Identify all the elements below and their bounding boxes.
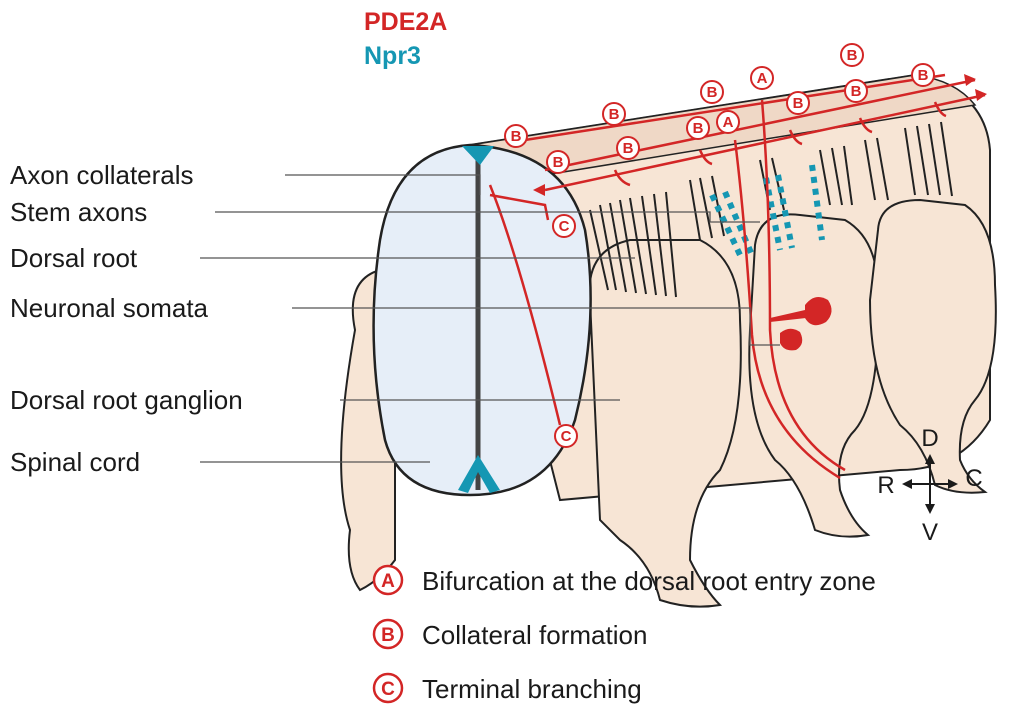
svg-text:A: A	[757, 70, 768, 87]
marker-a-1: A	[751, 67, 773, 89]
label-neuronal-somata: Neuronal somata	[10, 293, 209, 323]
marker-b-6: B	[687, 117, 709, 139]
label-spinal-cord: Spinal cord	[10, 447, 140, 477]
marker-b-1: B	[505, 125, 527, 147]
legend-pde2a: PDE2A	[364, 8, 447, 36]
orientation-ventral: V	[922, 519, 938, 546]
svg-text:C: C	[561, 428, 572, 445]
key-text-b: Collateral formation	[422, 620, 647, 650]
svg-text:B: B	[553, 154, 564, 171]
orientation-rostral: R	[877, 472, 894, 499]
marker-c-1: C	[553, 215, 575, 237]
key-item-c: C Terminal branching	[374, 674, 642, 704]
marker-b-7: B	[787, 92, 809, 114]
marker-c-2: C	[555, 425, 577, 447]
svg-text:B: B	[918, 67, 929, 84]
svg-text:B: B	[793, 95, 804, 112]
svg-text:B: B	[847, 47, 858, 64]
label-dorsal-root: Dorsal root	[10, 243, 138, 273]
marker-b-8: B	[845, 80, 867, 102]
label-axon-collaterals: Axon collaterals	[10, 160, 194, 190]
orientation-caudal: C	[965, 465, 982, 492]
key-item-a: A Bifurcation at the dorsal root entry z…	[374, 566, 876, 596]
marker-b-2: B	[547, 151, 569, 173]
marker-b-9: B	[841, 44, 863, 66]
marker-a-2: A	[717, 111, 739, 133]
svg-text:B: B	[851, 83, 862, 100]
key-text-a: Bifurcation at the dorsal root entry zon…	[422, 566, 876, 596]
legend-npr3: Npr3	[364, 42, 421, 70]
label-stem-axons: Stem axons	[10, 197, 147, 227]
svg-text:B: B	[707, 84, 718, 101]
marker-b-4: B	[617, 137, 639, 159]
svg-text:B: B	[511, 128, 522, 145]
svg-text:C: C	[559, 218, 570, 235]
marker-b-3: B	[603, 103, 625, 125]
key-text-c: Terminal branching	[422, 674, 642, 704]
key-item-b: B Collateral formation	[374, 620, 647, 650]
svg-text:B: B	[623, 140, 634, 157]
svg-text:C: C	[381, 679, 395, 700]
label-dorsal-root-ganglion: Dorsal root ganglion	[10, 385, 243, 415]
marker-b-5: B	[701, 81, 723, 103]
marker-b-10: B	[912, 64, 934, 86]
svg-text:B: B	[609, 106, 620, 123]
svg-text:A: A	[723, 114, 734, 131]
svg-text:B: B	[693, 120, 704, 137]
svg-text:B: B	[381, 625, 395, 646]
orientation-dorsal: D	[921, 425, 938, 452]
svg-text:A: A	[381, 571, 395, 592]
